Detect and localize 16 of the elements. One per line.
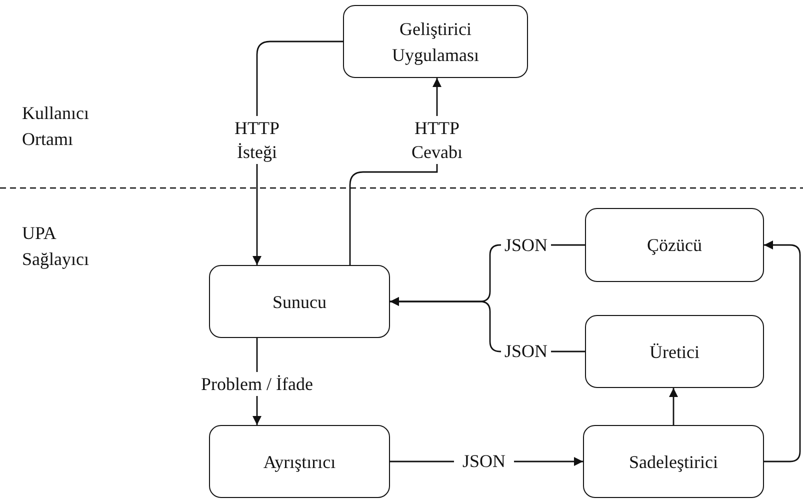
process-box [209,265,390,338]
box-text: Çözücü [647,234,702,257]
arrow [764,240,801,462]
process-box [585,315,764,388]
box-text: Üretici [650,340,700,364]
box-text: Ayrıştırıcı [263,450,336,474]
process-box [585,208,764,282]
box-text: Sunucu [272,290,326,314]
process-box [343,5,528,78]
process-box [583,425,764,498]
arrow [669,388,678,425]
box-text: Geliştirici Uygulaması [391,18,480,67]
process-box [209,425,390,498]
zone-label: Kullanıcı Ortamı [22,102,90,151]
zone-label: UPA Sağlayıcı [22,222,90,271]
box-text: Sadeleştirici [629,450,718,474]
